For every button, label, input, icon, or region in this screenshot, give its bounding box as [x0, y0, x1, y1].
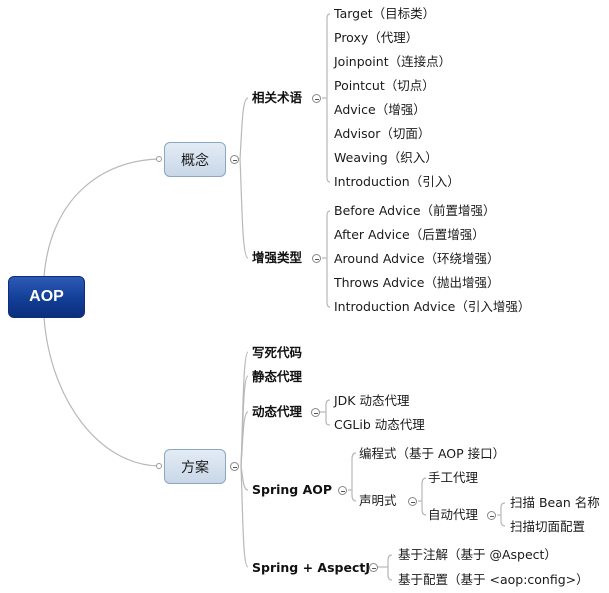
- topic-spring-aspectj[interactable]: Spring + AspectJ: [252, 560, 370, 575]
- term-item[interactable]: Weaving（织入）: [334, 150, 438, 165]
- topic-hardcode[interactable]: 写死代码: [252, 345, 303, 360]
- solution-joint-dot: [156, 463, 162, 469]
- advice-type-item[interactable]: Throws Advice（抛出增强）: [334, 275, 500, 290]
- auto-proxy-item[interactable]: 扫描 Bean 名称: [510, 495, 600, 510]
- collapse-terms-icon[interactable]: [312, 94, 321, 103]
- concept-joint-dot: [156, 156, 162, 162]
- advice-type-item[interactable]: Introduction Advice（引入增强）: [334, 299, 531, 314]
- root-topic-aop[interactable]: AOP: [8, 276, 85, 318]
- topic-spring-aop[interactable]: Spring AOP: [252, 482, 333, 497]
- topic-advice-types[interactable]: 增强类型: [252, 250, 303, 265]
- declarative-auto-proxy[interactable]: 自动代理: [428, 507, 479, 522]
- term-item[interactable]: Proxy（代理）: [334, 30, 419, 45]
- topic-concept[interactable]: 概念: [164, 142, 226, 177]
- dynamic-proxy-item[interactable]: JDK 动态代理: [334, 393, 410, 408]
- term-item[interactable]: Pointcut（切点）: [334, 78, 435, 93]
- aspectj-item[interactable]: 基于配置（基于 <aop:config>）: [398, 572, 589, 587]
- term-item[interactable]: Joinpoint（连接点）: [334, 54, 452, 69]
- topic-static-proxy[interactable]: 静态代理: [252, 369, 303, 384]
- advice-type-item[interactable]: Around Advice（环绕增强）: [334, 251, 500, 266]
- term-item[interactable]: Advice（增强）: [334, 102, 426, 117]
- spring-aop-declarative[interactable]: 声明式: [359, 493, 397, 508]
- collapse-spring-aspectj-icon[interactable]: [369, 563, 378, 572]
- topic-terms[interactable]: 相关术语: [252, 90, 303, 105]
- term-item[interactable]: Target（目标类）: [334, 6, 436, 21]
- declarative-manual-proxy[interactable]: 手工代理: [428, 470, 479, 485]
- advice-type-item[interactable]: Before Advice（前置增强）: [334, 203, 496, 218]
- term-item[interactable]: Advisor（切面）: [334, 126, 431, 141]
- topic-dynamic-proxy[interactable]: 动态代理: [252, 404, 303, 419]
- collapse-dynamic-proxy-icon[interactable]: [311, 408, 320, 417]
- aspectj-item[interactable]: 基于注解（基于 @Aspect）: [398, 547, 557, 562]
- dynamic-proxy-item[interactable]: CGLib 动态代理: [334, 417, 425, 432]
- auto-proxy-item[interactable]: 扫描切面配置: [510, 519, 586, 534]
- spring-aop-programmatic[interactable]: 编程式（基于 AOP 接口）: [359, 446, 506, 461]
- collapse-declarative-icon[interactable]: [408, 497, 417, 506]
- collapse-spring-aop-icon[interactable]: [338, 486, 347, 495]
- collapse-solution-icon[interactable]: [230, 462, 239, 471]
- advice-type-item[interactable]: After Advice（后置增强）: [334, 227, 485, 242]
- collapse-auto-proxy-icon[interactable]: [487, 511, 496, 520]
- term-item[interactable]: Introduction（引入）: [334, 174, 460, 189]
- topic-solution[interactable]: 方案: [164, 449, 226, 484]
- collapse-concept-icon[interactable]: [230, 155, 239, 164]
- collapse-advice-types-icon[interactable]: [312, 254, 321, 263]
